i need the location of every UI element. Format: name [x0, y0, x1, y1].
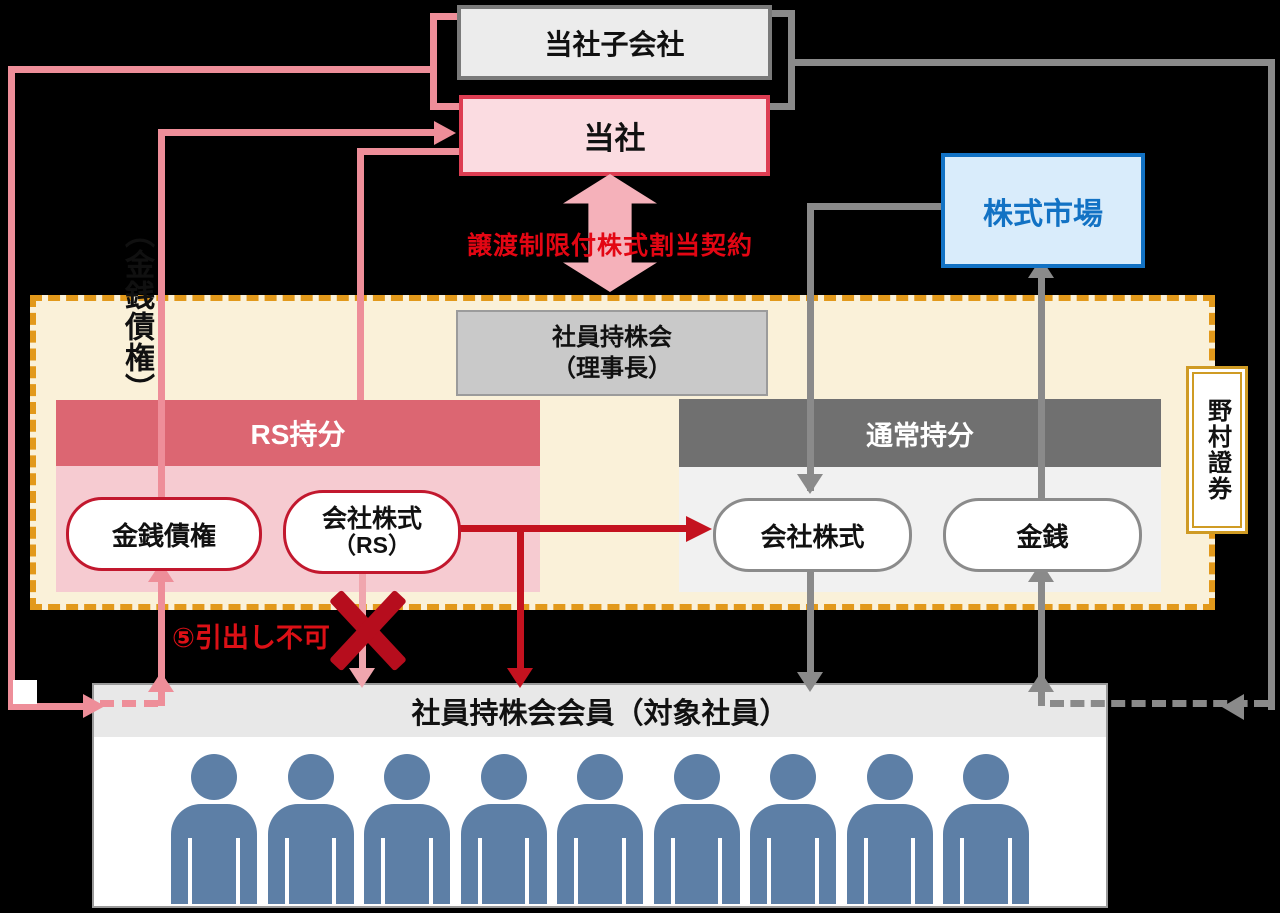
pink-line-top-horizontal: [8, 66, 436, 73]
pink-line-left-vertical: [8, 66, 15, 710]
person-icon: [846, 754, 934, 904]
person-body: [846, 804, 933, 904]
gray-line-money-to-market: [1038, 264, 1045, 498]
pink-arrowhead-up-at-memberbox: [148, 672, 174, 692]
stock-market-box: 株式市場: [941, 153, 1145, 268]
person-body: [460, 804, 547, 904]
person-head: [287, 754, 334, 800]
gray-line-market-vertical: [807, 203, 814, 491]
red-arrowhead-into-members: [507, 668, 533, 688]
person-body: [943, 804, 1029, 904]
gray-arrowhead-left: [1222, 694, 1244, 720]
gray-arrowhead-stock-into-members: [797, 672, 823, 692]
association-label-line2: （理事長）: [552, 355, 672, 382]
pink-arrowhead-into-members: [83, 694, 105, 718]
association-box: 社員持株会 （理事長）: [456, 310, 768, 396]
person-body: [171, 804, 257, 904]
blocked-arrowhead-into-members: [349, 668, 375, 688]
pink-line-claim-horizontal: [158, 129, 434, 136]
pink-line-bottom-horizontal: [8, 703, 85, 710]
gray-line-market-horizontal: [810, 203, 941, 210]
red-line-rs-to-normal: [455, 525, 690, 532]
gray-arrowhead-up-at-memberbox: [1028, 672, 1054, 692]
members-row: [94, 754, 1106, 904]
person-head: [191, 754, 237, 800]
person-icon: [170, 754, 258, 904]
subsidiary-box: 当社子会社: [457, 5, 772, 80]
normal-stock-label: 会社株式: [760, 521, 865, 552]
normal-section-header: 通常持分: [679, 399, 1161, 467]
red-line-down-to-members: [517, 525, 524, 670]
rs-stock-label-line2: （RS）: [333, 532, 411, 559]
person-head: [963, 754, 1009, 800]
pink-line-company-rs-vertical: [357, 148, 364, 400]
person-head: [673, 754, 720, 800]
company-label: 当社: [583, 121, 646, 156]
white-square-marker: [13, 680, 37, 704]
gray-corner-vertical: [1038, 690, 1045, 706]
pink-bracket-top-stub: [430, 13, 459, 20]
rs-stock-oval: 会社株式 （RS）: [283, 490, 461, 574]
normal-stock-oval: 会社株式: [713, 498, 912, 572]
contract-label: 譲渡制限付株式割当契約: [466, 232, 753, 260]
gray-arrowhead-into-stock: [797, 474, 823, 494]
stock-market-label: 株式市場: [983, 197, 1103, 231]
company-box: 当社: [459, 95, 770, 176]
broker-box: 野村證券: [1186, 366, 1248, 534]
person-head: [577, 754, 623, 800]
person-icon: [556, 754, 644, 904]
members-title: 社員持株会会員（対象社員）: [411, 698, 789, 730]
person-head: [480, 754, 527, 800]
subsidiary-label: 当社子会社: [544, 28, 685, 60]
pink-line-company-rs-stub: [357, 148, 461, 155]
rs-header-label: RS持分: [250, 419, 346, 450]
person-icon: [363, 754, 451, 904]
withdrawal-note: ⑤引出し不可: [172, 623, 330, 653]
normal-header-label: 通常持分: [866, 420, 974, 451]
person-body: [364, 804, 450, 904]
person-body: [557, 804, 643, 904]
person-head: [866, 754, 913, 800]
pink-line-member-up-vertical: [158, 566, 165, 678]
gray-line-money-down-vertical: [1038, 566, 1045, 678]
association-label-line1: 社員持株会: [552, 323, 672, 351]
gray-bracket-bottom-stub: [762, 103, 795, 110]
person-head: [384, 754, 430, 800]
rs-section-header: RS持分: [56, 400, 540, 466]
monetary-claim-label: 金銭債権: [111, 520, 216, 551]
person-icon: [942, 754, 1030, 904]
red-arrowhead-into-stock: [686, 516, 712, 542]
person-icon: [653, 754, 741, 904]
person-body: [653, 804, 740, 904]
gray-dashed-incentive: [1050, 700, 1268, 707]
monetary-claim-vertical-label: （金銭債権）: [120, 218, 153, 404]
rs-stock-label-line1: 会社株式: [321, 505, 422, 534]
pink-bracket-vertical: [430, 13, 437, 110]
pink-bracket-bottom-stub: [430, 103, 461, 110]
person-body: [750, 804, 836, 904]
person-head: [770, 754, 816, 800]
pink-line-claim-vertical: [158, 129, 165, 500]
members-title-band: 社員持株会会員（対象社員）: [94, 685, 1106, 737]
pink-corner-vertical: [158, 690, 165, 706]
normal-money-label: 金銭: [1016, 521, 1069, 552]
broker-label: 野村證券: [1192, 372, 1242, 528]
normal-money-oval: 金銭: [943, 498, 1142, 572]
monetary-claim-oval: 金銭債権: [66, 497, 262, 571]
person-icon: [749, 754, 837, 904]
gray-line-stock-to-members: [807, 566, 814, 678]
person-body: [267, 804, 354, 904]
person-icon: [267, 754, 355, 904]
person-icon: [460, 754, 548, 904]
gray-bracket-top-stub: [764, 10, 795, 17]
members-box: 社員持株会会員（対象社員）: [92, 683, 1108, 908]
pink-dashed-member-contribution: [100, 700, 158, 707]
gray-line-top-horizontal: [788, 59, 1275, 66]
gray-line-right-vertical: [1268, 59, 1275, 710]
pink-arrowhead-into-company: [434, 121, 456, 145]
